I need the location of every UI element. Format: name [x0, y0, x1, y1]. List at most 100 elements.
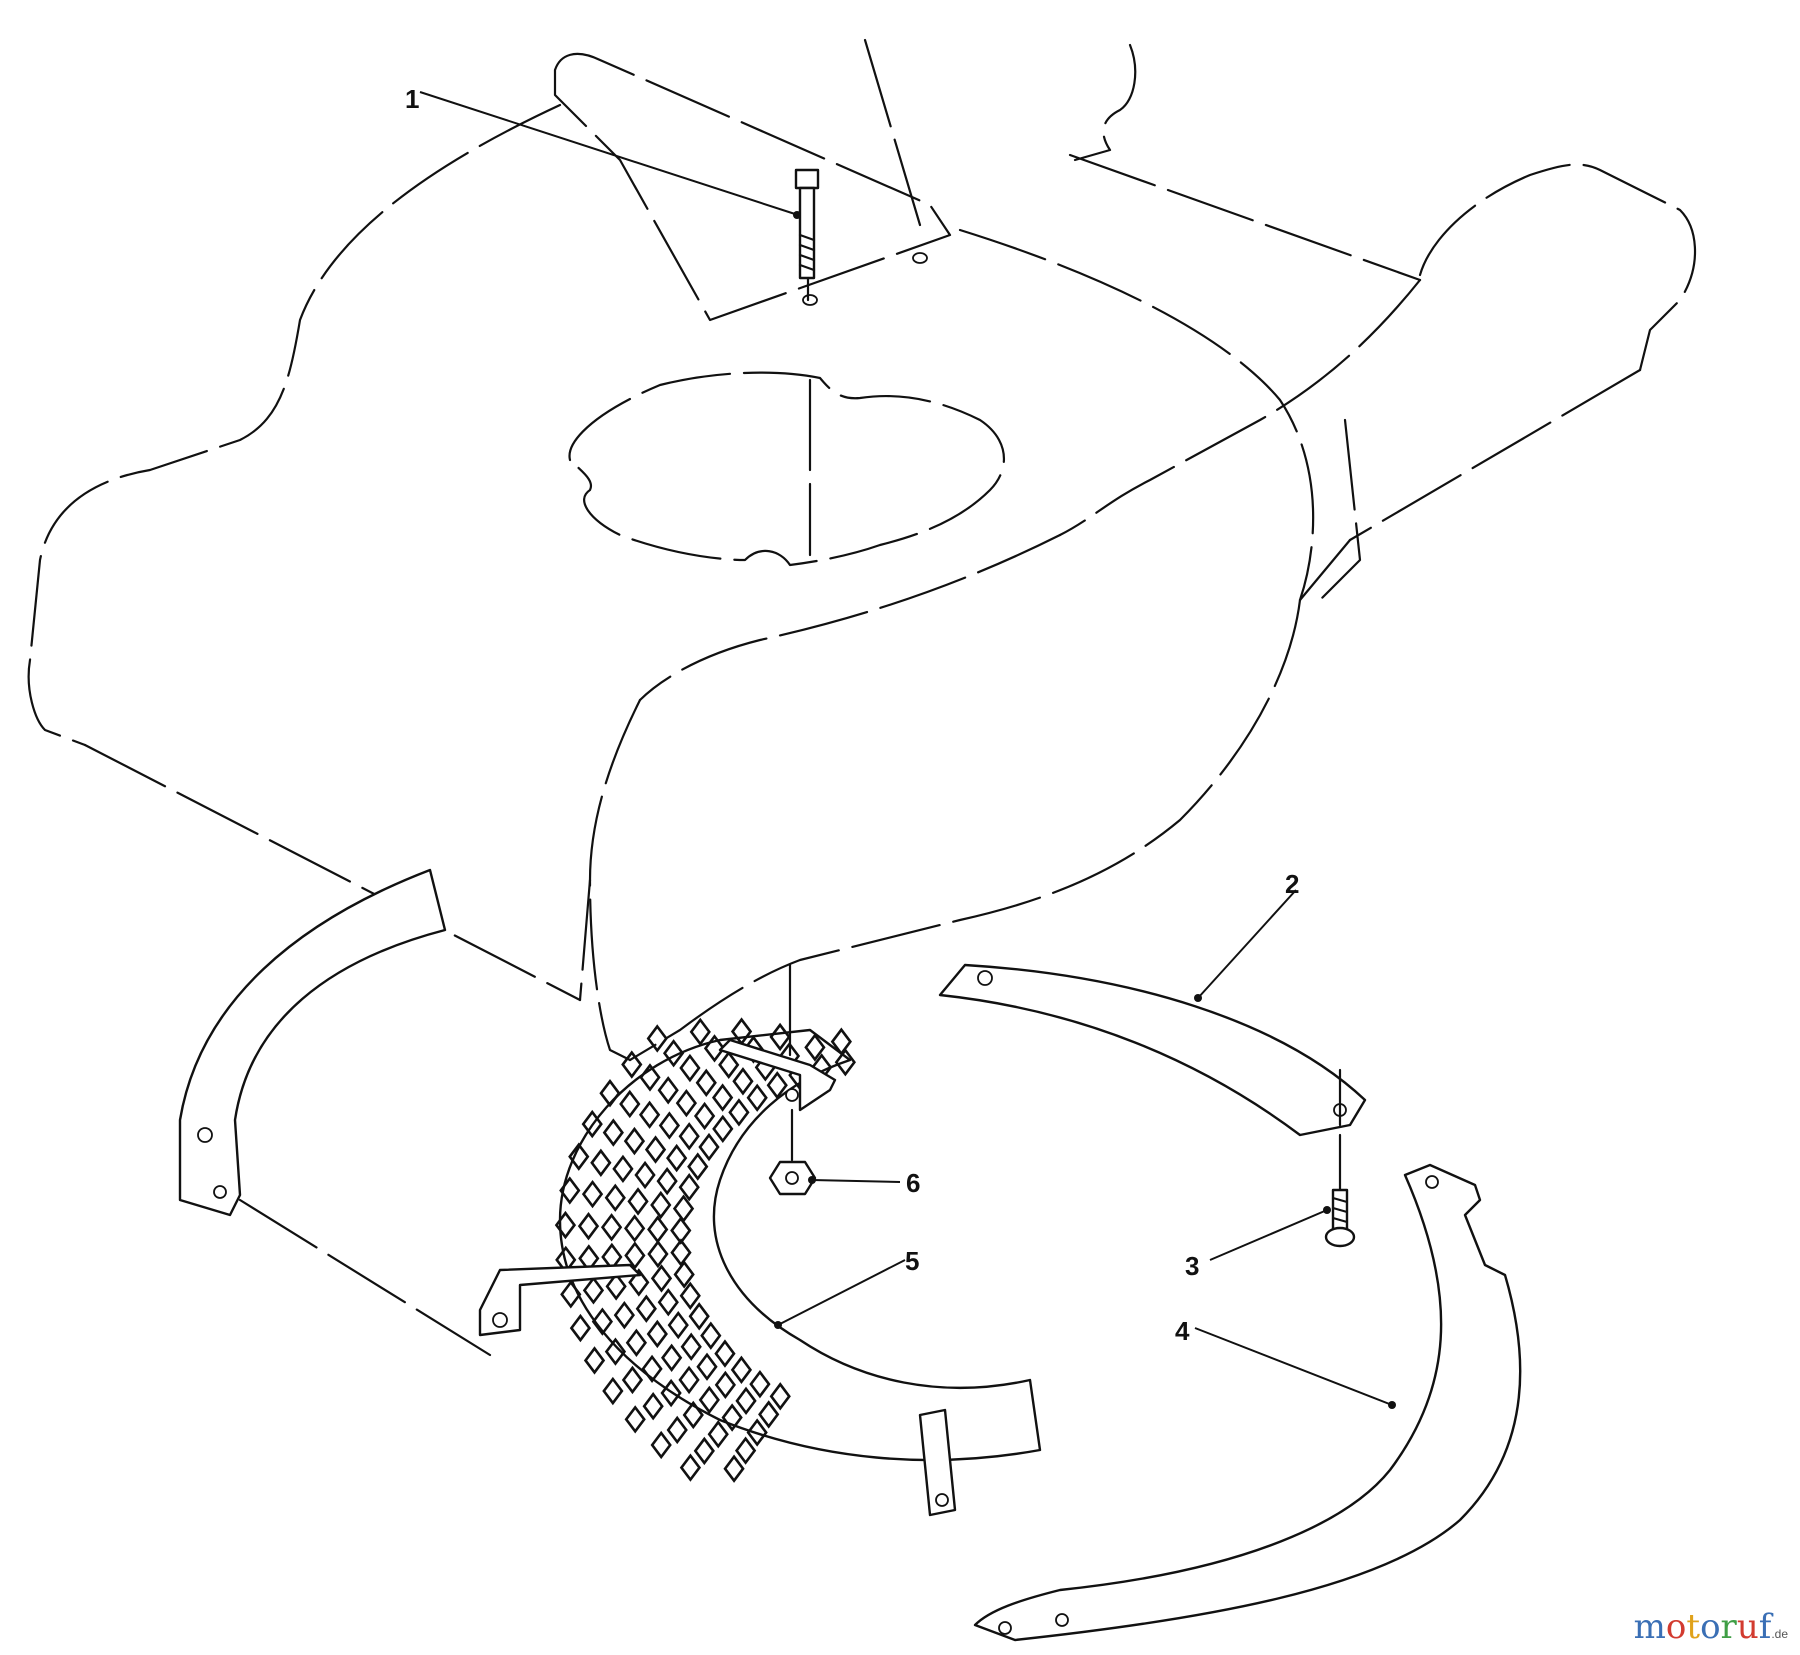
watermark-letter: o — [1665, 1607, 1687, 1647]
mesh-cell — [666, 1415, 688, 1445]
mesh-cell — [656, 1166, 678, 1196]
mesh-cell — [666, 1143, 688, 1173]
mesh-cell — [667, 1310, 689, 1340]
mesh-cell — [613, 1300, 635, 1330]
mesh-cell — [581, 1109, 603, 1139]
mesh-cell — [678, 1173, 700, 1202]
mesh-cell — [678, 1365, 700, 1395]
callout-5: 5 — [905, 1246, 919, 1276]
mesh-cell — [718, 1050, 740, 1079]
mesh-cell — [749, 1369, 771, 1399]
mesh-cell — [554, 1210, 577, 1240]
mesh-cell — [577, 1212, 600, 1241]
screw-part-3 — [1323, 1133, 1356, 1248]
mesh-cell — [730, 1355, 753, 1385]
mesh-cell — [628, 1268, 650, 1297]
mesh-cell — [568, 1142, 590, 1171]
mesh-cell — [661, 1343, 683, 1372]
mesh-cell — [680, 1332, 702, 1361]
mesh-cell — [695, 1068, 717, 1097]
mesh-cell — [714, 1339, 736, 1368]
mesh-cell — [646, 1024, 668, 1053]
mesh-cell — [712, 1114, 734, 1144]
callout-6: 6 — [906, 1168, 920, 1198]
mesh-cell — [605, 1272, 627, 1301]
watermark-letter: t — [1686, 1607, 1701, 1647]
mesh-cell — [734, 1436, 757, 1465]
mesh-cell — [627, 1187, 649, 1216]
mesh-cell — [769, 1022, 791, 1052]
mesh-cell — [657, 1076, 679, 1105]
mesh-cell — [679, 1281, 701, 1310]
mesh-cell — [746, 1418, 768, 1447]
mesh-cell — [591, 1307, 614, 1336]
mesh-cell — [673, 1260, 695, 1289]
mesh-cell — [621, 1365, 644, 1395]
deflector-part-4 — [973, 1163, 1522, 1642]
mesh-cell — [650, 1190, 672, 1220]
left-guard-strap — [178, 868, 492, 1357]
mesh-cell — [559, 1176, 581, 1205]
mesh-cell — [647, 1239, 669, 1269]
mesh-cell — [693, 1101, 716, 1131]
mesh-cell — [619, 1089, 641, 1119]
mesh-cell — [679, 1053, 701, 1083]
mesh-cell — [602, 1118, 624, 1147]
watermark-letter: u — [1736, 1607, 1759, 1647]
mesh-cell — [582, 1276, 605, 1305]
mesh-cell — [834, 1048, 856, 1077]
mesh-cell — [735, 1386, 757, 1416]
mesh-cell — [569, 1313, 592, 1343]
mesh-cell — [624, 1241, 646, 1270]
mesh-cell — [675, 1088, 698, 1118]
mesh-cell — [657, 1288, 679, 1317]
mesh-cell — [604, 1337, 627, 1366]
mesh-cell — [766, 1071, 788, 1100]
mesh-cell — [700, 1321, 722, 1350]
mesh-cell — [646, 1319, 668, 1349]
mesh-cell — [693, 1436, 715, 1466]
leader-lines — [419, 91, 1393, 1406]
mesh-cell — [624, 1405, 646, 1434]
mesh-cell — [638, 1100, 661, 1129]
mesh-cell — [621, 1050, 643, 1079]
mesh-cell — [612, 1154, 634, 1184]
mesh-cell — [679, 1453, 702, 1482]
mesh-cell — [660, 1378, 682, 1408]
mesh-cell — [602, 1376, 624, 1406]
mesh-cell — [590, 1148, 612, 1177]
mesh-cell — [698, 1132, 720, 1162]
mesh-cell — [662, 1039, 685, 1068]
mesh-cell — [634, 1160, 656, 1190]
mesh-cell — [624, 1214, 646, 1243]
watermark-letter: m — [1633, 1607, 1666, 1647]
mesh-cell — [698, 1385, 720, 1415]
strip-part-2 — [938, 963, 1367, 1137]
mesh-cell — [696, 1352, 718, 1381]
mesh-cell — [732, 1067, 754, 1096]
mesh-cell — [758, 1400, 780, 1429]
callout-2: 2 — [1285, 869, 1299, 899]
mesh-cell — [721, 1403, 743, 1432]
mesh-cell — [688, 1302, 710, 1331]
mesh-cell — [687, 1152, 709, 1181]
mesh-cell — [711, 1083, 734, 1112]
mesh-cell — [769, 1382, 791, 1411]
mesh-screen-part-5 — [478, 963, 1042, 1517]
callout-1: 1 — [405, 84, 419, 114]
watermark-letter: r — [1720, 1607, 1737, 1647]
mesh-cell — [658, 1111, 681, 1140]
mesh-cell — [583, 1346, 606, 1375]
mesh-cell — [650, 1430, 672, 1460]
mesh-cell — [746, 1083, 768, 1112]
mesh-cell — [830, 1027, 852, 1056]
mesh-cell — [728, 1098, 750, 1127]
bolt-part-1 — [793, 168, 820, 302]
nut-part-6 — [768, 1108, 817, 1196]
mesh-cell — [723, 1454, 745, 1483]
watermark-logo: motoruf.de — [1634, 1607, 1788, 1647]
watermark-tld: .de — [1771, 1627, 1788, 1641]
watermark-letter: f — [1758, 1607, 1772, 1647]
mesh-cell — [642, 1392, 664, 1421]
